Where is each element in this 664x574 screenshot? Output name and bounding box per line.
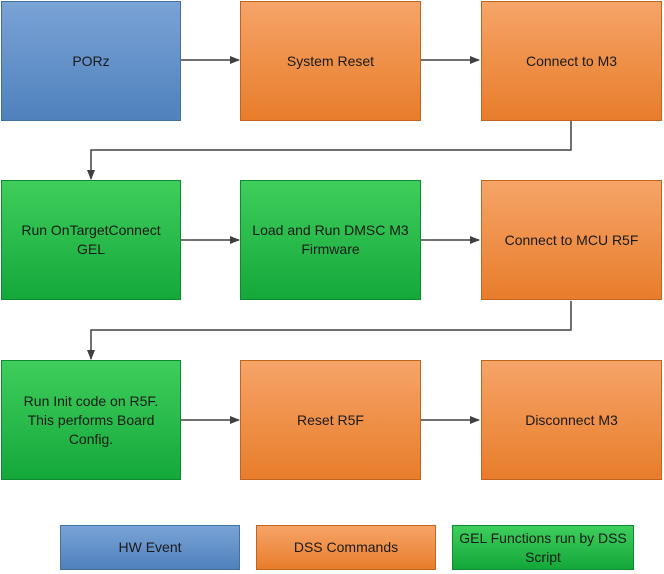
node-connect-to-mcu-r5f: Connect to MCU R5F [481, 180, 662, 300]
legend-gel-functions: GEL Functions run by DSS Script [452, 525, 634, 570]
legend-dss-commands: DSS Commands [256, 525, 436, 570]
node-load-run-dmsc-firmware: Load and Run DMSC M3 Firmware [240, 180, 421, 300]
node-reset-r5f: Reset R5F [240, 360, 421, 480]
node-system-reset: System Reset [240, 1, 421, 121]
node-porz: PORz [1, 1, 181, 121]
node-connect-to-m3: Connect to M3 [481, 1, 662, 121]
node-run-init-code-r5f: Run Init code on R5F. This performs Boar… [1, 360, 181, 480]
node-run-ontargetconnect-gel: Run OnTargetConnect GEL [1, 180, 181, 300]
node-disconnect-m3: Disconnect M3 [481, 360, 662, 480]
arrow-connect-m3-to-run-ontargetconnect [87, 121, 572, 180]
legend-hw-event: HW Event [60, 525, 240, 570]
arrow-connect-mcu-r5f-to-run-init-code [87, 301, 572, 360]
